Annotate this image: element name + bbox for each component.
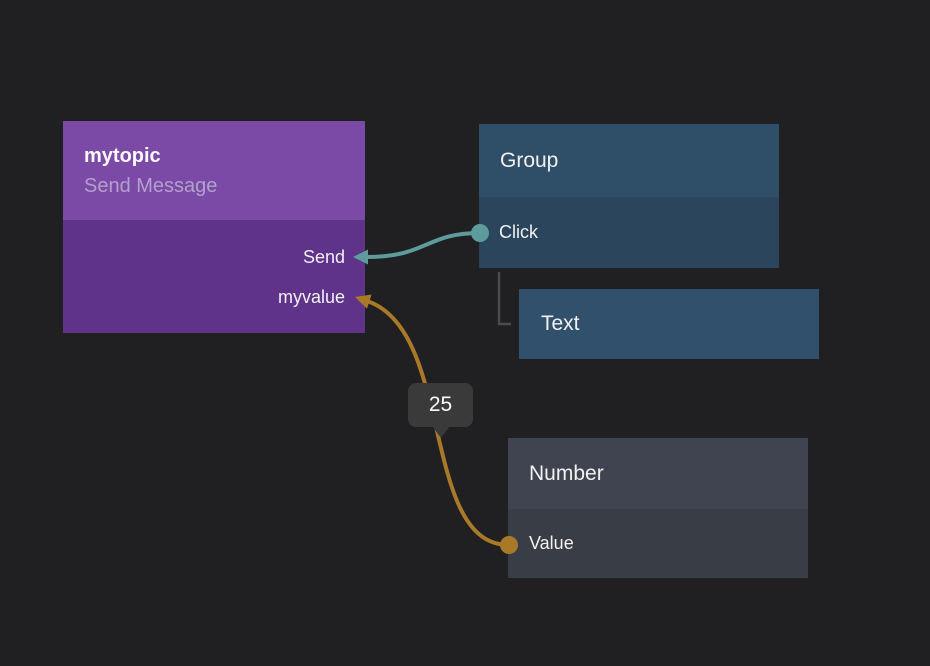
port-click[interactable]: Click (479, 197, 779, 268)
node-number[interactable]: Number Value (508, 438, 808, 578)
node-title: mytopic (84, 145, 161, 167)
port-value[interactable]: Value (508, 509, 808, 578)
badge-pointer-icon (432, 426, 450, 438)
node-group[interactable]: Group Click (479, 124, 779, 268)
port-send[interactable]: Send (63, 237, 365, 277)
port-dot-value-icon[interactable] (500, 536, 518, 554)
node-mytopic-header: mytopic Send Message (63, 121, 365, 220)
node-mytopic[interactable]: mytopic Send Message Send myvalue (63, 121, 365, 333)
port-myvalue[interactable]: myvalue (63, 277, 365, 317)
node-title: Group (500, 148, 559, 172)
node-number-header: Number (508, 438, 808, 509)
node-mytopic-body: Send myvalue (63, 220, 365, 333)
port-label: myvalue (277, 286, 345, 307)
port-label: Send (302, 246, 345, 267)
group-child-connector-line (497, 272, 511, 326)
wire-click-to-send[interactable] (365, 231, 481, 259)
port-label: Value (529, 533, 574, 553)
node-text[interactable]: Text (519, 289, 819, 359)
wire-value-badge-text: 25 (428, 393, 453, 416)
node-subtitle: Send Message (84, 175, 218, 197)
port-label: Click (499, 222, 538, 242)
arrowhead-myvalue-icon (355, 294, 372, 309)
arrowhead-send-icon (353, 249, 368, 265)
node-title: Number (529, 461, 604, 485)
wire-value-badge: 25 (408, 383, 473, 438)
node-title: Text (541, 312, 580, 335)
node-group-header: Group (479, 124, 779, 197)
port-dot-click-icon[interactable] (471, 224, 489, 242)
